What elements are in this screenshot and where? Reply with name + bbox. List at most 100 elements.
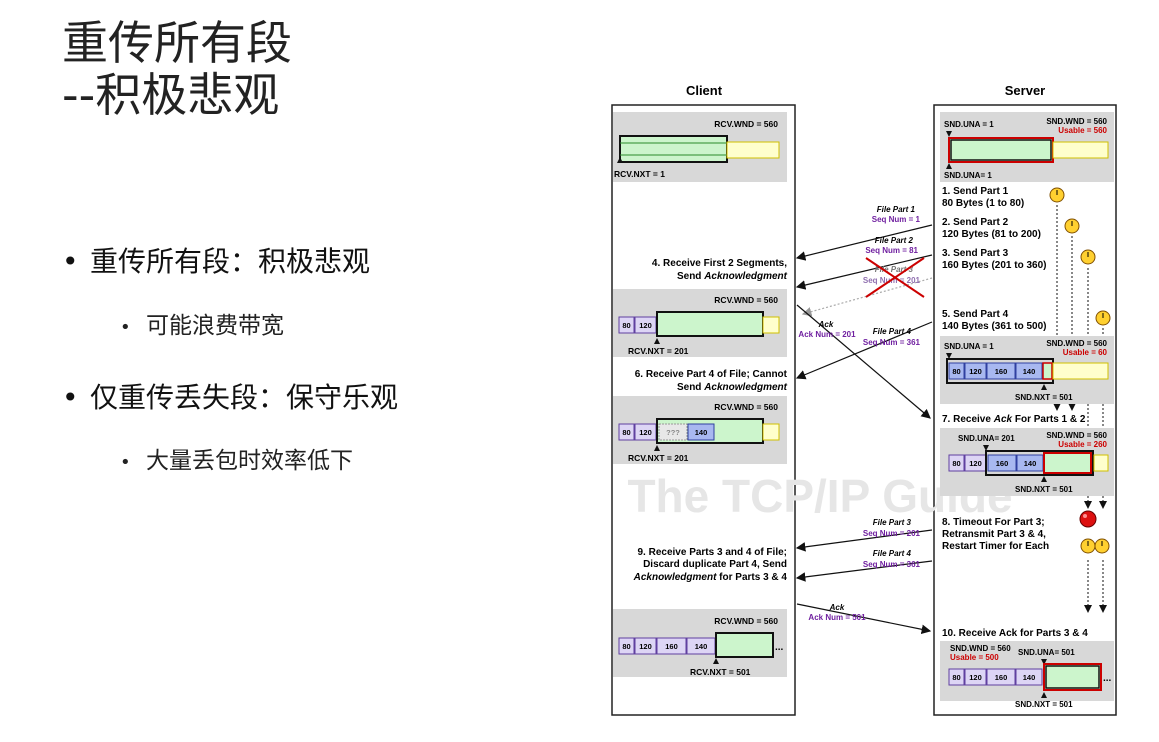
snd-wnd-label: SND.WND = 560 (1046, 339, 1107, 348)
segment-label: 120 (969, 673, 982, 682)
bullet-2-text: 仅重传丢失段：保守乐观 (90, 381, 399, 414)
timer-icon (1080, 249, 1096, 265)
server-event-1b: 80 Bytes (1 to 80) (942, 198, 1024, 209)
snd-nxt-label: SND.UNA= 1 (944, 171, 992, 180)
sub-bullet-2-text: 大量丢包时效率低下 (146, 448, 353, 474)
segment-label: 80 (622, 642, 630, 651)
usable-label: Usable = 60 (1063, 348, 1108, 357)
usable-label: Usable = 500 (950, 653, 999, 662)
rcv-nxt-label: RCV.NXT = 501 (690, 667, 751, 677)
timer-icon (1094, 538, 1110, 554)
msg-label: File Part 1 (877, 205, 916, 214)
server-label: Server (1005, 83, 1045, 98)
sub-bullet-2: • 大量丢包时效率低下 (120, 441, 353, 475)
rcv-wnd-label: RCV.WND = 560 (714, 616, 778, 626)
msg-label: File Part 3 (875, 265, 914, 274)
segment-label: 120 (969, 459, 982, 468)
lost-cross-icon (865, 257, 925, 298)
file-part-4-arrow (795, 321, 933, 380)
segment-label: 140 (1023, 673, 1036, 682)
timer-icon (1049, 187, 1065, 203)
server-event-8c: Restart Timer for Each (942, 541, 1049, 552)
bullet-dot: • (62, 245, 79, 278)
segment-label: 120 (969, 367, 982, 376)
msg-seq: Seq Num = 81 (865, 246, 918, 255)
server-event-2: 2. Send Part 2 (942, 217, 1009, 228)
msg-label: File Part 2 (875, 236, 914, 245)
client-event-6: 6. Receive Part 4 of File; Cannot (635, 369, 788, 380)
send-window (1043, 663, 1102, 691)
msg-label: Ack (818, 320, 834, 329)
rcv-wnd-label: RCV.WND = 560 (714, 402, 778, 412)
client-label: Client (686, 83, 723, 98)
slide-title: 重传所有段 (62, 16, 292, 70)
segment-label: 140 (695, 428, 708, 437)
retransmit-part-3-arrow (795, 529, 933, 552)
snd-wnd-label: SND.WND = 560 (1046, 431, 1107, 440)
segment-label: 160 (665, 642, 678, 651)
server-event-2b: 120 Bytes (81 to 200) (942, 229, 1041, 240)
msg-label: File Part 3 (873, 518, 912, 527)
server-event-8: 8. Timeout For Part 3; (942, 517, 1045, 528)
segment-label: 140 (1024, 459, 1037, 468)
rcv-wnd-label: RCV.WND = 560 (714, 119, 778, 129)
client-event-4b: Send Acknowledgment (677, 271, 788, 282)
msg-seq: Seq Num = 361 (863, 560, 921, 569)
snd-nxt-label: SND.NXT = 501 (1015, 393, 1073, 402)
segment-label: 120 (639, 321, 652, 330)
rcv-nxt-label: RCV.NXT = 201 (628, 453, 689, 463)
ellipsis: ... (1103, 673, 1112, 684)
missing-label: ??? (666, 428, 680, 437)
sub-bullet-1: •可能浪费带宽 (120, 306, 284, 340)
segment-label: 120 (639, 642, 652, 651)
client-event-9: 9. Receive Parts 3 and 4 of File; (637, 547, 787, 558)
msg-seq: Ack Num = 201 (798, 330, 856, 339)
buffer-extra (726, 141, 780, 159)
bullet-2: • 仅重传丢失段：保守乐观 (62, 376, 398, 416)
segment-label: 140 (695, 642, 708, 651)
client-event-9c: Acknowledgment for Parts 3 & 4 (633, 572, 788, 583)
snd-una-label: SND.UNA= 201 (958, 434, 1015, 443)
segment-label: 80 (622, 321, 630, 330)
segment-label: 140 (1023, 367, 1036, 376)
server-event-5b: 140 Bytes (361 to 500) (942, 321, 1047, 332)
client-event-4: 4. Receive First 2 Segments, (652, 258, 787, 269)
msg-seq: Seq Num = 361 (863, 338, 921, 347)
segment-label: 80 (952, 367, 960, 376)
bullet-dot: • (62, 381, 79, 414)
server-event-3: 3. Send Part 3 (942, 248, 1009, 259)
msg-label: Ack (829, 603, 845, 612)
rcv-nxt-label: RCV.NXT = 1 (614, 169, 665, 179)
server-event-1: 1. Send Part 1 (942, 186, 1009, 197)
receive-window (619, 135, 728, 163)
timeout-alarm-icon (1079, 510, 1097, 528)
receive-window (656, 311, 764, 337)
snd-nxt-label: SND.NXT = 501 (1015, 485, 1073, 494)
ack-201-arrow (796, 304, 931, 419)
snd-wnd-label: SND.WND = 560 (1046, 117, 1107, 126)
server-event-7: 7. Receive Ack For Parts 1 & 2 (942, 414, 1086, 425)
send-window (985, 450, 1094, 476)
snd-una-label: SND.UNA = 1 (944, 342, 994, 351)
server-event-5: 5. Send Part 4 (942, 309, 1009, 320)
ack-501-arrow (796, 603, 932, 635)
server-event-10: 10. Receive Ack for Parts 3 & 4 (942, 628, 1088, 639)
segment-label: 160 (995, 367, 1008, 376)
timer-icon (1080, 538, 1096, 554)
segment-80 (618, 316, 635, 334)
rcv-nxt-label: RCV.NXT = 201 (628, 346, 689, 356)
segment-label: 160 (995, 673, 1008, 682)
receive-window (715, 632, 774, 658)
timer-icon (1095, 310, 1111, 326)
bullet-1: •重传所有段：积极悲观 (62, 240, 370, 280)
usable-label: Usable = 560 (1058, 126, 1107, 135)
missing-segment (658, 423, 688, 441)
segment-label: 80 (952, 673, 960, 682)
slide-subtitle: --积极悲观 (62, 68, 280, 122)
segment-label: 80 (952, 459, 960, 468)
client-event-9b: Discard duplicate Part 4, Send (643, 559, 787, 570)
timer-icon (1064, 218, 1080, 234)
file-part-2-arrow (795, 254, 933, 290)
client-event-6b: Send Acknowledgment (677, 382, 788, 393)
sub-bullet-dot: • (120, 452, 131, 473)
